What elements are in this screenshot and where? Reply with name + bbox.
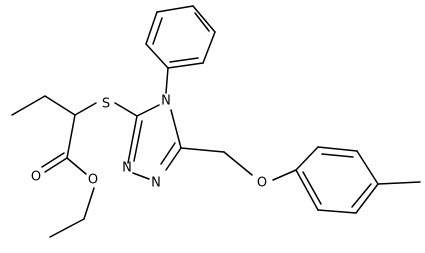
bond-n1-c5-b	[133, 120, 143, 162]
bond-ca-ccarbonyl	[66, 114, 76, 159]
bond-tol-c4-c5	[355, 183, 379, 214]
bond-s-c5	[114, 102, 138, 117]
bond-tol-c1-c2	[295, 146, 319, 171]
atom-oxygen-ester: O	[88, 173, 98, 188]
bond-n2-n1	[132, 172, 150, 180]
bond-carbonyl-double-a	[44, 157, 68, 173]
atom-oxygen-carbonyl: O	[31, 170, 41, 185]
bond-carbonyl-double-b	[41, 152, 65, 168]
bond-ethyl-ch2-ca	[44, 95, 76, 116]
bond-n4-phenyl	[165, 67, 169, 94]
bond-ph-inner-1	[152, 17, 163, 45]
bond-oether-aryl	[272, 169, 297, 181]
bond-ph-c5-c6	[202, 31, 216, 64]
bond-tol-inner-2	[351, 183, 372, 208]
bond-ester-ch2-ch3	[49, 218, 85, 238]
atom-oxygen-ether: O	[257, 176, 267, 191]
bond-ca-s	[74, 102, 97, 116]
bond-ph-c4-c5	[192, 5, 216, 33]
bond-c3-n2-b	[160, 142, 176, 165]
bond-n4-c3	[170, 109, 182, 149]
bond-tol-c2-c3	[317, 146, 358, 152]
bond-tol-c6-c1	[295, 169, 319, 211]
bond-tol-c5-c6	[317, 209, 357, 214]
bond-tol-methyl	[377, 181, 421, 185]
bond-ph-c2-c3	[145, 11, 158, 45]
atom-nitrogen-n2: N	[151, 176, 161, 191]
bond-ph-inner-2	[194, 12, 210, 32]
bond-ccarbonyl-oester	[66, 157, 87, 175]
bond-tol-c3-c4	[356, 150, 379, 185]
atom-nitrogen-n4: N	[161, 94, 171, 109]
bond-ph-c3-c4	[156, 5, 194, 13]
atom-sulfur: S	[102, 97, 110, 112]
bond-ethyl-ch3-ch2	[11, 95, 46, 116]
bond-c3-ch2	[180, 147, 225, 153]
bond-ph-inner-3	[169, 57, 199, 63]
bond-tol-inner-3	[302, 171, 322, 205]
bond-oester-ch2	[83, 187, 95, 220]
atom-nitrogen-n1: N	[122, 161, 132, 176]
bond-c3-n2-a	[165, 147, 182, 171]
bond-c5-n4	[136, 104, 160, 117]
bond-ph-c1-c2	[145, 43, 169, 69]
bond-n1-c5-a	[127, 115, 138, 164]
bond-ph-c6-c1	[167, 62, 204, 69]
bond-tol-inner-1	[321, 153, 354, 158]
bond-ch2-oether	[223, 151, 253, 176]
